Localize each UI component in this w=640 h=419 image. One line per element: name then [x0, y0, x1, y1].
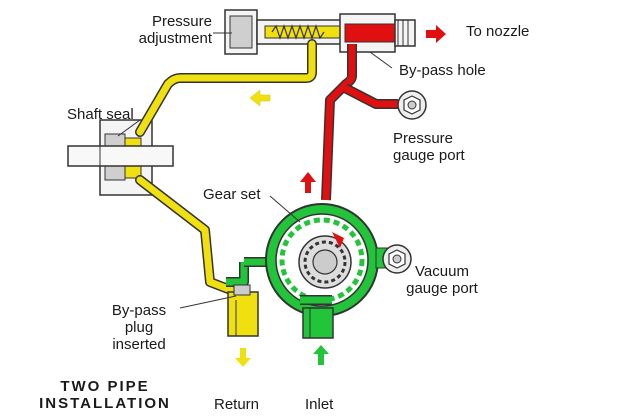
pressure-adjustment-line-1: Pressure [151, 13, 212, 30]
vacuum-gauge-port-label: Vacuum gauge port [400, 263, 484, 297]
installation-title-line-2: INSTALLATION [39, 395, 171, 412]
pressure-adjustment-line-2: adjustment [138, 30, 212, 47]
shaft-seal-label: Shaft seal [67, 106, 134, 123]
return-flow-arrow [249, 89, 271, 107]
vacuum-gauge-fitting [375, 244, 412, 274]
return-label: Return [214, 396, 260, 413]
vacuum-gauge-port-line-2: gauge port [406, 280, 478, 297]
pressure-adjustment-label: Pressure adjustment [108, 13, 212, 47]
pressure-regulator [224, 9, 416, 55]
bypass-plug-line-3: inserted [112, 336, 166, 353]
bypass-hole-label: By-pass hole [399, 62, 486, 79]
pressure-gauge-port-label: Pressure gauge port [393, 130, 465, 164]
pressure-gauge-port-line-1: Pressure [393, 130, 454, 147]
inlet-flow-arrow [313, 345, 329, 365]
shaft-seal-housing [67, 119, 174, 196]
installation-title: TWO PIPE INSTALLATION [30, 378, 180, 412]
pressure-gauge-port-line-2: gauge port [393, 147, 465, 164]
inlet-label: Inlet [305, 396, 334, 413]
return-down-arrow [235, 348, 251, 367]
leader-lines [117, 32, 393, 309]
gear-set [226, 203, 379, 317]
bypass-plug-line-1: By-pass [111, 302, 167, 319]
bypass-plug [227, 284, 259, 337]
to-nozzle-arrow [426, 25, 446, 43]
bypass-plug-label: By-pass plug inserted [104, 302, 174, 353]
vacuum-gauge-port-line-1: Vacuum [415, 263, 469, 280]
pressure-flow-arrow [300, 172, 316, 193]
pressure-oil-line [321, 44, 398, 201]
return-oil-line [135, 39, 317, 297]
bypass-plug-line-2: plug [124, 319, 154, 336]
inlet-pipe [302, 307, 334, 339]
gear-set-label: Gear set [203, 186, 261, 203]
to-nozzle-label: To nozzle [466, 23, 530, 40]
installation-title-line-1: TWO PIPE [60, 378, 150, 395]
pressure-gauge-fitting [397, 90, 427, 120]
